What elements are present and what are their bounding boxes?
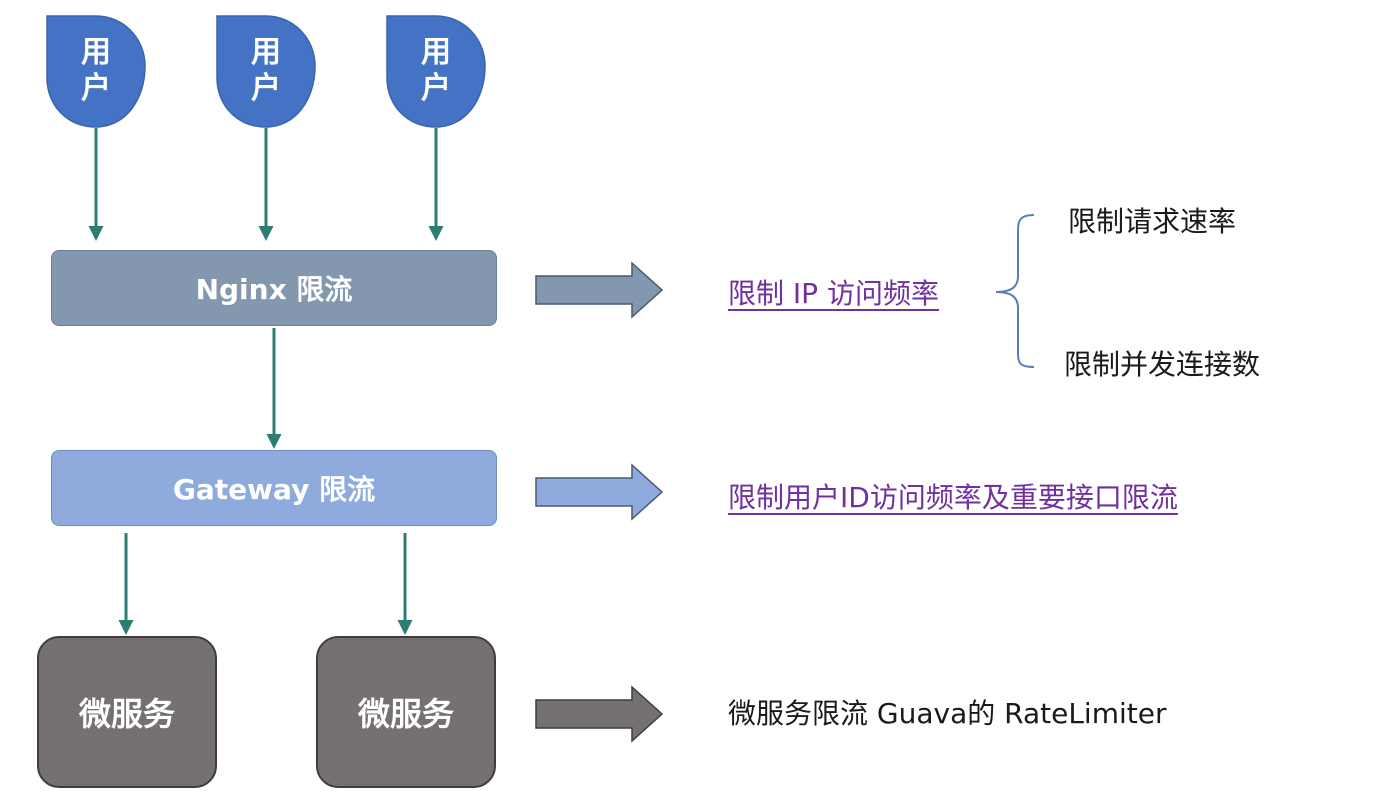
brace bbox=[995, 214, 1035, 368]
user-node-2: 用 户 bbox=[251, 35, 281, 106]
user-node-1: 用 户 bbox=[81, 35, 111, 106]
service-description: 微服务限流 Guava的 RateLimiter bbox=[728, 697, 1167, 730]
block-arrow-gateway bbox=[535, 463, 664, 521]
gateway-description[interactable]: 限制用户ID访问频率及重要接口限流 bbox=[728, 481, 1178, 514]
block-arrow-service bbox=[535, 685, 664, 743]
user-node-3: 用 户 bbox=[421, 35, 451, 106]
user-drop-3 bbox=[386, 15, 486, 128]
nginx-layer: Nginx 限流 bbox=[51, 250, 497, 326]
user-drop-2 bbox=[216, 15, 316, 128]
microservice-box-1: 微服务 bbox=[37, 636, 217, 788]
user-drop-1 bbox=[46, 15, 146, 128]
nginx-sub-rate: 限制请求速率 bbox=[1068, 205, 1237, 238]
gateway-layer: Gateway 限流 bbox=[51, 450, 497, 526]
block-arrow-nginx bbox=[535, 261, 664, 319]
nginx-description[interactable]: 限制 IP 访问频率 bbox=[728, 277, 939, 310]
microservice-box-2: 微服务 bbox=[316, 636, 496, 788]
nginx-sub-concurrency: 限制并发连接数 bbox=[1064, 348, 1261, 381]
